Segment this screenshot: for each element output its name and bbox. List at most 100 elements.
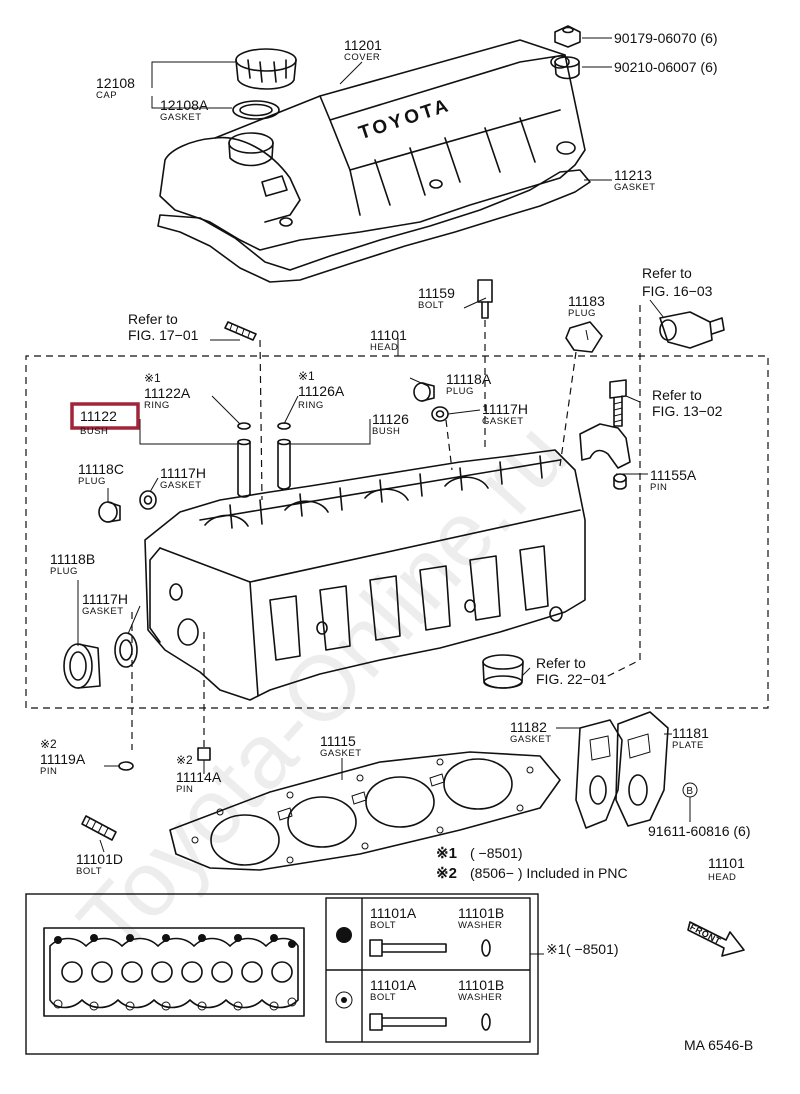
refer-fig17[interactable]: Refer to FIG. 17−01	[128, 311, 199, 343]
plug-11118b[interactable]	[63, 643, 101, 689]
svg-text:COVER: COVER	[344, 52, 380, 63]
bolt-11159[interactable]	[477, 279, 493, 319]
svg-text:11117H: 11117H	[482, 401, 528, 417]
svg-text:※2: ※2	[40, 737, 57, 751]
svg-text:11118B: 11118B	[50, 551, 95, 567]
plug-11118c[interactable]	[98, 501, 121, 523]
svg-text:PIN: PIN	[40, 766, 57, 777]
callout-11118c[interactable]: 11118C PLUG	[78, 461, 124, 487]
nut-90179[interactable]	[554, 25, 581, 48]
refer-fig22[interactable]: Refer to FIG. 22−01	[536, 655, 607, 687]
gasket-11182[interactable]	[575, 719, 623, 829]
cap-12108[interactable]	[235, 48, 297, 90]
svg-text:11101D: 11101D	[76, 851, 123, 867]
highlight-box-11122	[70, 402, 140, 430]
callout-12108[interactable]: 12108 CAP	[96, 75, 135, 101]
callout-11114a[interactable]: ※2 11114A PIN	[176, 753, 222, 795]
bolt-91611[interactable]: B	[682, 782, 698, 798]
stud-bolt-fig17[interactable]	[224, 321, 257, 341]
svg-text:BOLT: BOLT	[370, 992, 396, 1003]
callout-11155a[interactable]: 11155A PIN	[650, 467, 697, 493]
callout-11183[interactable]: 11183 PLUG	[568, 293, 605, 319]
gasket-12108a[interactable]	[232, 100, 280, 120]
svg-text:GASKET: GASKET	[510, 734, 552, 745]
callout-11117h-low[interactable]: 11117H GASKET	[82, 591, 128, 617]
callout-11213[interactable]: 11213 GASKET	[614, 167, 656, 193]
svg-text:PLUG: PLUG	[50, 566, 78, 577]
callout-90179[interactable]: 90179-06070 (6)	[614, 30, 718, 46]
callout-11119a[interactable]: ※2 11119A PIN	[40, 737, 86, 777]
callout-11115[interactable]: 11115 GASKET	[320, 733, 362, 759]
svg-text:PLUG: PLUG	[568, 308, 596, 319]
svg-text:11117H: 11117H	[82, 591, 128, 607]
sensor-fig16[interactable]	[659, 311, 725, 349]
svg-text:WASHER: WASHER	[458, 992, 502, 1003]
svg-text:B: B	[686, 786, 693, 797]
svg-text:WASHER: WASHER	[458, 920, 502, 931]
svg-text:( −8501): ( −8501)	[470, 845, 523, 861]
gasket-11117h-mid[interactable]	[139, 490, 157, 510]
callout-11122a[interactable]: ※1 11122A RING	[144, 371, 191, 411]
callout-11126[interactable]: 11126 BUSH	[372, 411, 409, 437]
brand-mark: TOYOTA	[356, 95, 453, 144]
note-2: ※2 (8506− ) Included in PNC 11101 HEAD	[436, 855, 745, 883]
cylinder-head-11101[interactable]	[144, 449, 586, 701]
svg-text:11114A: 11114A	[176, 769, 222, 785]
seal-fig22[interactable]	[482, 654, 524, 689]
gasket-11213[interactable]	[157, 169, 591, 283]
svg-text:BUSH: BUSH	[372, 426, 400, 437]
head-bolt-11101d[interactable]	[81, 815, 117, 841]
svg-text:RING: RING	[144, 400, 170, 411]
svg-text:FRONT: FRONT	[688, 922, 722, 947]
plate-11181[interactable]	[615, 711, 669, 827]
svg-text:Refer to: Refer to	[128, 311, 178, 327]
callout-11101[interactable]: 11101 HEAD	[370, 327, 407, 353]
svg-text:FIG. 22−01: FIG. 22−01	[536, 671, 607, 687]
callout-11118a[interactable]: 11118A PLUG	[446, 371, 492, 397]
callout-11118b[interactable]: 11118B PLUG	[50, 551, 95, 577]
refer-fig16[interactable]: Refer to FIG. 16−03	[642, 265, 713, 299]
pin-11114a[interactable]	[197, 747, 211, 761]
callout-11101d[interactable]: 11101D BOLT	[76, 851, 123, 877]
callout-11182[interactable]: 11182 GASKET	[510, 719, 552, 745]
plug-11183[interactable]	[565, 321, 603, 353]
callout-11122[interactable]: 11122 BUSH	[80, 408, 117, 437]
callout-11181[interactable]: 11181 PLATE	[672, 725, 709, 751]
bearing-cap[interactable]	[579, 423, 631, 469]
svg-text:11101B: 11101B	[458, 977, 504, 993]
callout-11201[interactable]: 11201 COVER	[344, 37, 382, 63]
callout-11126a[interactable]: ※1 11126A RING	[298, 369, 345, 411]
callout-11159[interactable]: 11159 BOLT	[418, 285, 455, 311]
gasket-11117h-top[interactable]	[431, 406, 449, 422]
callout-11117h-mid[interactable]: 11117H GASKET	[160, 465, 206, 491]
filled-circle-icon	[336, 927, 352, 943]
svg-text:BUSH: BUSH	[80, 426, 108, 437]
callout-11117h-top[interactable]: 11117H GASKET	[482, 401, 528, 427]
head-gasket-11115[interactable]	[169, 751, 561, 871]
inset-row-1[interactable]: 11101A BOLT 11101B WASHER	[369, 905, 504, 957]
callout-12108a[interactable]: 12108A GASKET	[160, 97, 209, 123]
svg-text:FIG. 17−01: FIG. 17−01	[128, 327, 199, 343]
callout-91611[interactable]: 91611-60816 (6)	[648, 823, 750, 839]
valve-cover-11201[interactable]: TOYOTA	[159, 39, 586, 251]
bush-11126[interactable]	[277, 438, 291, 490]
svg-text:GASKET: GASKET	[482, 416, 524, 427]
svg-text:BOLT: BOLT	[418, 300, 444, 311]
plug-11118a[interactable]	[413, 382, 435, 402]
inset-row-2[interactable]: 11101A BOLT 11101B WASHER	[369, 977, 504, 1031]
svg-text:12108: 12108	[96, 75, 135, 91]
refer-fig13[interactable]: Refer to FIG. 13−02	[652, 387, 723, 419]
svg-text:※1: ※1	[436, 845, 457, 862]
pin-11155a[interactable]	[613, 473, 627, 490]
pin-11119a[interactable]	[118, 761, 134, 771]
gasket-11117h-low[interactable]	[114, 632, 138, 668]
svg-text:FIG. 16−03: FIG. 16−03	[642, 283, 713, 299]
bolt-fig13[interactable]	[609, 379, 627, 427]
grommet-90210[interactable]	[554, 56, 580, 80]
ring-11122a[interactable]	[237, 422, 251, 430]
inset-note-1: ※1 ( −8501)	[530, 941, 619, 957]
callout-90210[interactable]: 90210-06007 (6)	[614, 59, 718, 75]
bush-11122[interactable]	[237, 438, 251, 498]
front-arrow-icon: FRONT	[687, 921, 745, 957]
